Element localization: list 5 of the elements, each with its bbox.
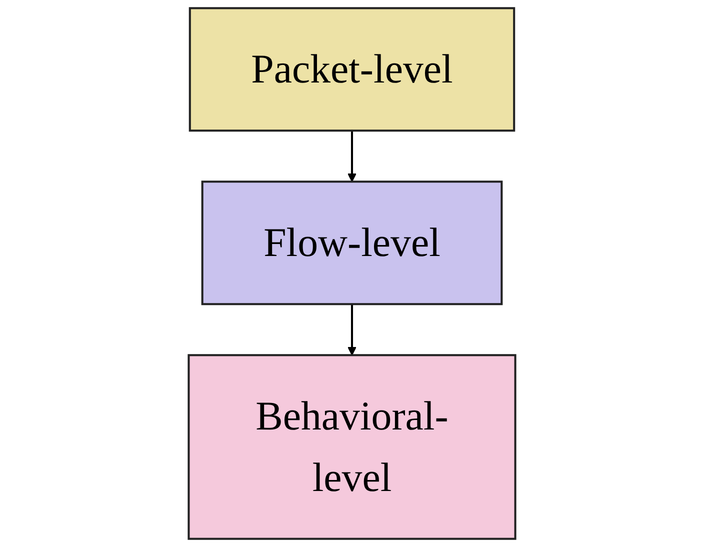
arrow <box>348 130 356 182</box>
arrow <box>348 304 356 356</box>
node-box: Behavioral-level <box>188 354 516 540</box>
node-box: Packet-level <box>188 7 516 132</box>
node-box: Flow-level <box>201 180 503 306</box>
